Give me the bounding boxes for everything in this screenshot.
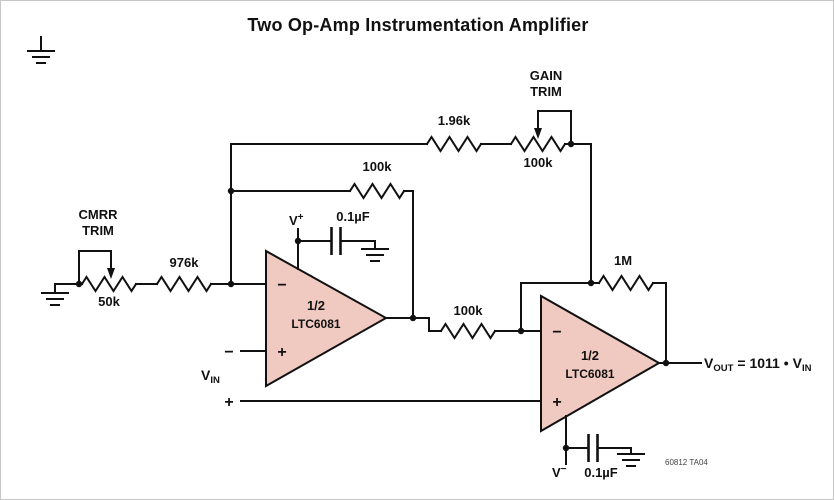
resistor-976k-label: 976k bbox=[170, 255, 200, 270]
a1-feedback-wires bbox=[230, 190, 414, 319]
resistor-1.96k-label: 1.96k bbox=[438, 113, 471, 128]
page-title: Two Op-Amp Instrumentation Amplifier bbox=[247, 15, 588, 35]
vminus-label: V− bbox=[552, 464, 567, 480]
trim-wiper-arrow bbox=[107, 268, 115, 279]
opamp-1-part-label: LTC6081 bbox=[291, 317, 340, 331]
capacitor-bottom-label: 0.1µF bbox=[584, 465, 618, 480]
vin-label: VIN bbox=[201, 367, 220, 386]
resistor-interstage-100k bbox=[439, 322, 497, 340]
a2-feedback-wires bbox=[520, 282, 667, 364]
opamp-2-half-label: 1/2 bbox=[581, 348, 599, 363]
vplus-label: V+ bbox=[289, 212, 304, 228]
trim-wiper-arrow bbox=[534, 128, 542, 139]
cmrr-trim-potentiometer bbox=[75, 250, 138, 293]
ground-symbol-input bbox=[41, 283, 69, 306]
cmrr-trim-label-line1: CMRR bbox=[79, 207, 119, 222]
opamp-1-minus-sign: − bbox=[277, 277, 286, 294]
resistor-gain-100k bbox=[509, 135, 567, 153]
opamp-1-body bbox=[265, 249, 389, 388]
opamp-1-half-label: 1/2 bbox=[307, 298, 325, 313]
opamp-2: − + 1/2 LTC6081 bbox=[540, 294, 662, 433]
opamp-2-minus-sign: − bbox=[552, 324, 561, 341]
resistor-50k-label: 50k bbox=[98, 294, 120, 309]
figure-footnote: 60812 TA04 bbox=[665, 458, 708, 467]
vminus-bypass bbox=[562, 415, 645, 467]
opamp-2-body bbox=[540, 294, 662, 433]
vplus-bypass bbox=[294, 227, 389, 270]
resistor-fb1-100k bbox=[348, 182, 406, 200]
resistor-interstage-100k-label: 100k bbox=[454, 303, 484, 318]
input-terminals bbox=[240, 350, 542, 402]
opamp-1-plus-sign: + bbox=[277, 344, 286, 361]
resistor-50k bbox=[80, 275, 138, 293]
gain-trim-label-line2: TRIM bbox=[530, 84, 562, 99]
input-minus-terminal: − bbox=[224, 344, 233, 361]
resistor-gain-100k-label: 100k bbox=[524, 155, 554, 170]
ground-symbol-top-left bbox=[27, 36, 55, 64]
cmrr-trim-label-line2: TRIM bbox=[82, 223, 114, 238]
input-plus-terminal: + bbox=[224, 394, 233, 411]
opamp-2-part-label: LTC6081 bbox=[565, 367, 614, 381]
opamp-2-plus-sign: + bbox=[552, 394, 561, 411]
vout-formula: VOUT= 1011 •VIN bbox=[704, 355, 812, 374]
resistor-1M bbox=[597, 274, 655, 292]
resistor-1M-label: 1M bbox=[614, 253, 632, 268]
capacitor-top-label: 0.1µF bbox=[336, 209, 370, 224]
gain-trim-potentiometer bbox=[509, 110, 575, 153]
gain-trim-label-line1: GAIN bbox=[530, 68, 563, 83]
resistor-976k bbox=[155, 275, 213, 293]
resistor-fb1-100k-label: 100k bbox=[363, 159, 393, 174]
opamp-1: − + 1/2 LTC6081 bbox=[265, 249, 389, 388]
resistor-1.96k bbox=[425, 135, 483, 153]
